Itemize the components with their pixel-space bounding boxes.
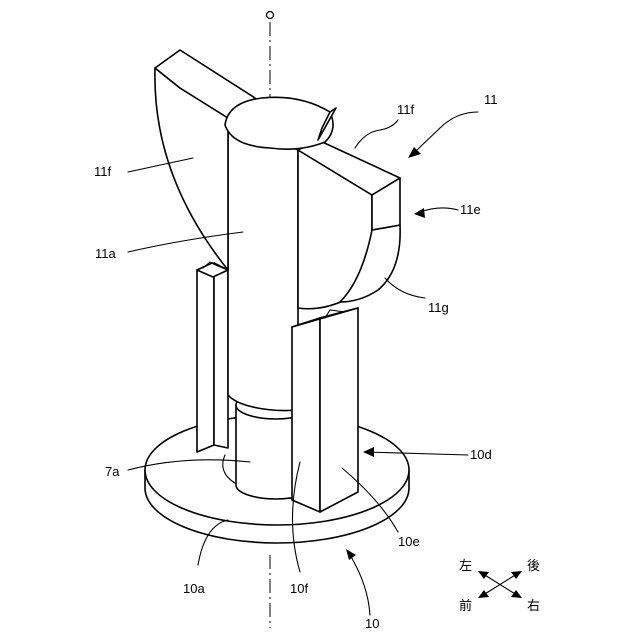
arrowhead-left bbox=[478, 571, 489, 579]
label-11a: 11a bbox=[95, 246, 116, 261]
arrow-11e bbox=[414, 208, 425, 218]
arrowhead-right bbox=[511, 590, 522, 598]
label-7a: 7a bbox=[105, 464, 120, 479]
direction-back: 後 bbox=[527, 559, 540, 574]
label-11f-left: 11f bbox=[94, 164, 111, 179]
axis-point-o bbox=[267, 12, 274, 19]
label-10a: 10a bbox=[183, 581, 205, 596]
direction-left: 左 bbox=[459, 559, 472, 574]
left-pillar bbox=[197, 262, 228, 452]
upper-body-11a bbox=[155, 50, 400, 410]
label-11e: 11e bbox=[460, 202, 481, 217]
label-10: 10 bbox=[365, 616, 379, 631]
arrow-10 bbox=[346, 549, 356, 560]
label-11f-top: 11f bbox=[397, 102, 414, 117]
label-11: 11 bbox=[484, 92, 498, 107]
label-10d: 10d bbox=[470, 447, 492, 462]
arrowhead-back bbox=[511, 571, 522, 579]
label-10f: 10f bbox=[290, 581, 308, 596]
direction-right: 右 bbox=[527, 599, 540, 614]
label-11g: 11g bbox=[428, 300, 449, 315]
arrowhead-front bbox=[478, 590, 489, 598]
direction-front: 前 bbox=[459, 598, 472, 614]
direction-indicator: 左 後 前 右 bbox=[459, 559, 540, 614]
label-10e: 10e bbox=[398, 534, 420, 549]
right-pillar-10d bbox=[292, 308, 358, 512]
